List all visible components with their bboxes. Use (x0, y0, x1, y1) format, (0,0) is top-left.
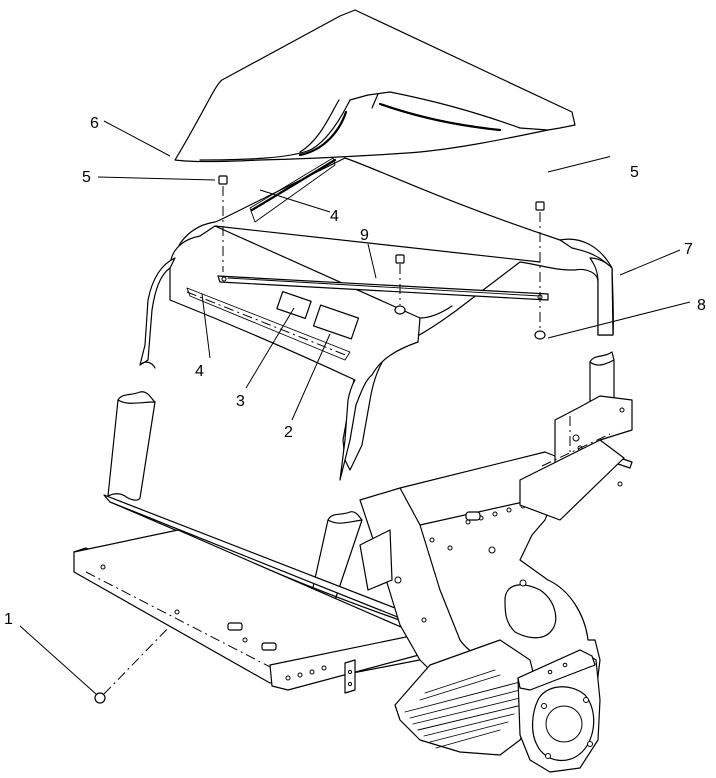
callout-labels: 1 2 3 4 4 5 5 6 7 8 9 (4, 115, 706, 628)
callout-7: 7 (684, 241, 693, 258)
callout-1: 1 (4, 611, 13, 628)
axle-housing (517, 649, 601, 773)
callout-3: 3 (236, 393, 245, 410)
fasteners (94, 175, 633, 704)
callout-2: 2 (284, 424, 293, 441)
callout-8: 8 (697, 297, 706, 314)
leader-lines (19, 120, 691, 695)
callout-9: 9 (360, 227, 369, 244)
callout-5-right: 5 (630, 164, 639, 181)
callout-5-left: 5 (82, 169, 91, 186)
decals (186, 157, 360, 361)
callout-4-lower: 4 (195, 363, 204, 380)
callout-4-upper: 4 (330, 208, 339, 225)
step-plate (394, 639, 541, 756)
mounting-bar (217, 275, 549, 301)
callout-6: 6 (90, 115, 99, 132)
canopy-top (174, 9, 576, 163)
